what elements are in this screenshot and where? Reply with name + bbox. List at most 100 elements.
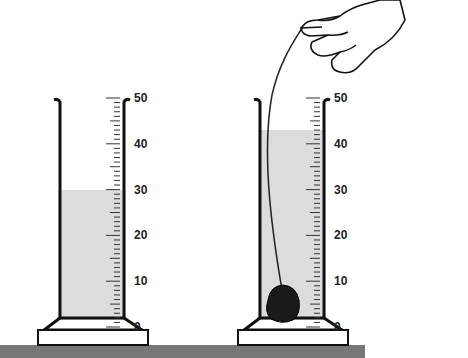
scale-tick (314, 221, 320, 222)
scale-tick (314, 262, 320, 263)
scale-tick (314, 317, 320, 318)
scale-tick (314, 152, 320, 153)
scale-tick (314, 139, 320, 140)
scale-tick (310, 120, 320, 121)
scale-number: 0 (334, 321, 341, 333)
scale-tick (114, 134, 120, 135)
scale-number: 10 (134, 275, 147, 287)
scale-tick (314, 107, 320, 108)
scale-tick (106, 327, 120, 328)
scale-tick (110, 304, 120, 305)
scale-tick (114, 299, 120, 300)
scale-tick (114, 175, 120, 176)
scale-tick (106, 143, 120, 144)
scale-tick (110, 212, 120, 213)
scale-tick (314, 244, 320, 245)
scale-tick (114, 194, 120, 195)
scale-tick (114, 262, 120, 263)
scale-number: 10 (334, 275, 347, 287)
scale-number: 40 (134, 138, 147, 150)
scale-tick (314, 116, 320, 117)
scale-tick (114, 171, 120, 172)
scale-number: 30 (334, 184, 347, 196)
scale-tick (314, 111, 320, 112)
scale-tick (314, 130, 320, 131)
scale-tick (314, 299, 320, 300)
scale-tick (106, 235, 120, 236)
scale-tick (114, 207, 120, 208)
graduated-cylinder (38, 98, 148, 345)
scale-tick (306, 189, 320, 190)
scale-tick (310, 258, 320, 259)
scale-tick (310, 166, 320, 167)
scale-tick (114, 322, 120, 323)
scale-tick (114, 102, 120, 103)
scale-tick (314, 272, 320, 273)
scale-tick (314, 308, 320, 309)
scale-number: 30 (134, 184, 147, 196)
scale-tick (114, 152, 120, 153)
scale-tick (314, 239, 320, 240)
scale-tick (114, 226, 120, 227)
scale-tick (114, 249, 120, 250)
hand (300, 0, 405, 73)
scale-tick (314, 162, 320, 163)
scale-tick (314, 157, 320, 158)
scale-tick (114, 308, 120, 309)
scale-tick (314, 290, 320, 291)
scale-tick (306, 98, 320, 99)
scale-number: 40 (334, 138, 347, 150)
scale-tick (314, 253, 320, 254)
scale-tick (314, 294, 320, 295)
scale-tick (106, 189, 120, 190)
scale-tick (114, 285, 120, 286)
scale-tick (314, 102, 320, 103)
scale-tick (114, 203, 120, 204)
scale-tick (114, 317, 120, 318)
scale-tick (114, 221, 120, 222)
scale-tick (314, 198, 320, 199)
scale-tick (314, 175, 320, 176)
scale-tick (314, 276, 320, 277)
scale-tick (110, 258, 120, 259)
scale-tick (114, 272, 120, 273)
scale-tick (314, 226, 320, 227)
scale-tick (110, 166, 120, 167)
scale-tick (114, 276, 120, 277)
scale-number: 20 (334, 229, 347, 241)
scale-tick (314, 194, 320, 195)
scale-tick (314, 313, 320, 314)
scale-tick (114, 230, 120, 231)
scale-tick (314, 217, 320, 218)
scale-number: 50 (134, 92, 147, 104)
scale-tick (114, 244, 120, 245)
scale-tick (314, 267, 320, 268)
scale-tick (114, 290, 120, 291)
scale-tick (114, 157, 120, 158)
scale-tick (306, 327, 320, 328)
scale-tick (314, 249, 320, 250)
scale-number: 0 (134, 321, 141, 333)
scale-number: 50 (334, 92, 347, 104)
scale-tick (114, 239, 120, 240)
scale-tick (114, 180, 120, 181)
string (267, 28, 302, 290)
scale-tick (106, 281, 120, 282)
scale-tick (114, 313, 120, 314)
scale-number: 20 (134, 229, 147, 241)
scale-tick (114, 294, 120, 295)
scale-tick (306, 281, 320, 282)
scale-tick (314, 171, 320, 172)
scale-tick (314, 322, 320, 323)
scale-tick (314, 134, 320, 135)
scale-tick (114, 107, 120, 108)
scale-tick (114, 139, 120, 140)
scale-tick (314, 180, 320, 181)
scale-tick (114, 111, 120, 112)
rock (267, 285, 300, 322)
scale-tick (310, 304, 320, 305)
scale-tick (314, 203, 320, 204)
scale-tick (310, 212, 320, 213)
